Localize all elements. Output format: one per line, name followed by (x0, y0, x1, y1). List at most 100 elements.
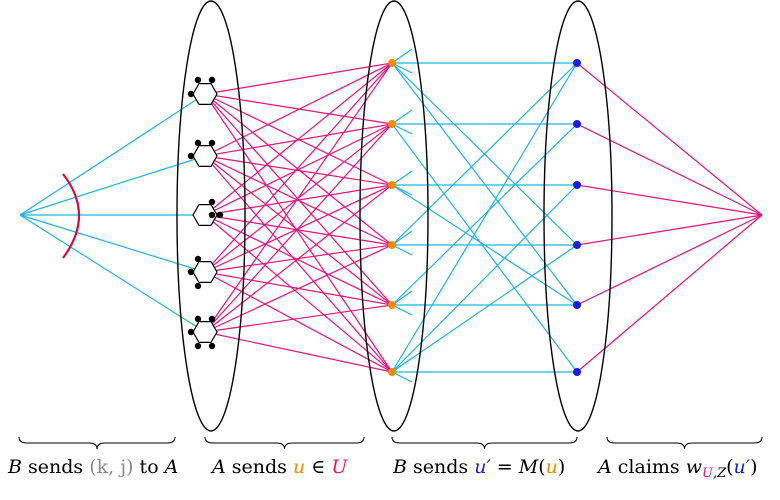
hex-4-dot-3 (194, 342, 202, 350)
edge-left-hex-1 (19, 155, 206, 216)
hex-2-dot-2 (216, 211, 224, 219)
stage-1-text-1: sends (21, 456, 90, 478)
stage-4-text-2: w (685, 456, 702, 478)
edge-blue-right-1 (576, 123, 763, 216)
brace-stage-1 (18, 436, 176, 450)
hexagon-3 (192, 261, 218, 283)
stage-2-text-1: sends (225, 456, 293, 478)
blue-node-3 (573, 241, 581, 249)
edge-left-hex-0 (19, 93, 206, 216)
stage-4-caption: A claims wU,Z(u′) (598, 456, 758, 481)
hex-2-dot-0 (208, 198, 216, 206)
edge-blue-right-5 (576, 214, 763, 373)
edge-blue-right-2 (576, 184, 763, 216)
stub-a-5 (391, 357, 413, 373)
hexagon-0 (192, 82, 218, 106)
edge-hex-2-org-1 (204, 123, 393, 216)
stage-4-text-7: ) (750, 456, 758, 478)
edge-hex-3-org-5 (204, 271, 393, 373)
blue-node-2 (573, 181, 581, 189)
hex-1-dot-0 (194, 139, 202, 147)
edge-left-hex-4 (19, 214, 206, 333)
stage-3-text-1: sends (406, 456, 475, 478)
hex-4-dot-4 (208, 342, 216, 350)
orange-node-0 (388, 59, 396, 67)
blue-node-4 (573, 301, 581, 309)
stage-4-text-0: A (598, 456, 612, 478)
edge-org-blue-4 (391, 123, 578, 373)
edge-hex-1-org-1 (204, 123, 393, 157)
hex-0-dot-1 (208, 76, 216, 84)
edge-left-hex-3 (19, 214, 206, 273)
stage-3-text-7: ) (557, 456, 566, 478)
hex-2-dot-1 (208, 211, 216, 219)
stage-3-text-6: u (545, 456, 558, 478)
hex-4-dot-1 (208, 315, 216, 323)
stage-3-text-2: u′ (474, 456, 491, 478)
stage-3-text-4: M (518, 456, 539, 478)
hex-0-dot-2 (187, 90, 195, 98)
stub-a-2 (391, 170, 413, 186)
edge-org-blue-14 (391, 244, 578, 373)
hex-1-dot-1 (208, 139, 216, 147)
orange-node-4 (388, 301, 396, 309)
orange-node-3 (388, 241, 396, 249)
brace-stage-2 (204, 436, 365, 450)
hex-3-dot-0 (194, 255, 202, 263)
orange-node-5 (388, 368, 396, 376)
hexagon-4 (192, 321, 218, 343)
hex-0-dot-0 (194, 76, 202, 84)
ellipse-left (176, 0, 246, 432)
stage-2-text-2: u (292, 456, 306, 478)
stage-4-text-5: ( (726, 456, 734, 478)
orange-node-2 (388, 181, 396, 189)
edge-hex-0-org-0 (204, 62, 393, 95)
edge-hex-1-org-0 (204, 62, 393, 157)
edge-hex-1-org-5 (204, 155, 393, 373)
stage-2-text-3: ∈ (305, 456, 332, 478)
edge-org-blue-13 (391, 184, 578, 373)
stage-4-text-3: U (701, 466, 713, 481)
hex-3-dot-1 (187, 268, 195, 276)
stage-1-text-0: B (8, 456, 22, 478)
stub-a-4 (391, 290, 413, 306)
stage-3-text-3: = (490, 456, 519, 478)
stage-1-text-2: (k, j) (89, 456, 134, 478)
stub-a-3 (391, 230, 413, 246)
edge-hex-2-org-4 (204, 214, 393, 306)
edge-org-blue-7 (391, 62, 578, 246)
ellipse-middle (359, 0, 429, 432)
edge-hex-4-org-0 (204, 62, 393, 333)
stage-4-text-1: claims (611, 456, 686, 478)
edge-hex-2-org-0 (204, 62, 393, 216)
edge-hex-0-org-5 (204, 93, 393, 373)
hex-4-dot-0 (194, 315, 202, 323)
stage-4-text-6: u′ (733, 456, 751, 478)
edge-hex-4-org-2 (204, 184, 393, 333)
edge-org-blue-9 (391, 123, 578, 306)
orange-node-1 (388, 120, 396, 128)
edge-blue-right-4 (576, 214, 763, 306)
stub-a-0 (391, 48, 413, 64)
stage-1-text-3: to (133, 456, 165, 478)
stage-2-caption: A sends u ∈ U (212, 456, 347, 478)
ellipse-right (543, 0, 613, 432)
blue-node-0 (573, 59, 581, 67)
stage-1-text-4: A (164, 456, 179, 478)
stage-1-caption: B sends (k, j) to A (8, 456, 178, 478)
hex-1-dot-2 (187, 152, 195, 160)
stage-2-text-0: A (212, 456, 226, 478)
edge-hex-4-org-5 (204, 331, 393, 373)
stage-2-text-4: U (331, 456, 348, 478)
edge-blue-right-0 (576, 62, 763, 216)
edge-hex-3-org-0 (204, 62, 393, 273)
braces-layer (18, 436, 763, 450)
shapes-layer (62, 0, 613, 432)
stage-4-text-4: ,Z (712, 466, 727, 481)
blue-node-5 (573, 368, 581, 376)
edge-hex-1-org-2 (204, 155, 393, 186)
edges-layer (19, 48, 763, 383)
hex-3-dot-2 (194, 282, 202, 290)
hex-4-dot-2 (187, 328, 195, 336)
